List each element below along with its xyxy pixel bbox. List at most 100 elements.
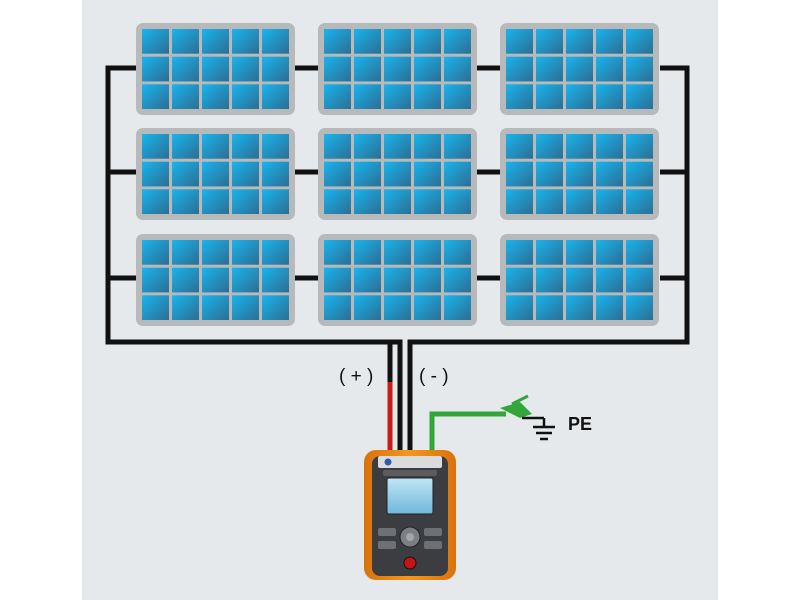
pv-cell [262, 161, 289, 187]
pv-cell [142, 161, 169, 187]
pv-cell [414, 134, 441, 159]
pv-cell [172, 56, 199, 82]
pv-cell [142, 295, 169, 320]
pv-cell [262, 134, 289, 159]
pv-cell [444, 56, 471, 82]
pv-cell [566, 240, 593, 265]
pv-cell [566, 189, 593, 214]
pv-cell [626, 240, 653, 265]
pv-cell [262, 189, 289, 214]
pv-cell [596, 189, 623, 214]
pv-cell [536, 134, 563, 159]
pv-cell [596, 134, 623, 159]
pv-cell [324, 189, 351, 214]
solar-panel-icon [136, 128, 295, 220]
red-go-button-icon [403, 556, 417, 570]
pv-cell [354, 134, 381, 159]
pv-cell [354, 189, 381, 214]
pv-cell [566, 295, 593, 320]
positive-terminal-label: ( + ) [339, 366, 373, 387]
pv-cell [172, 267, 199, 293]
pv-cell [384, 134, 411, 159]
pv-cell [172, 189, 199, 214]
pv-cell [202, 267, 229, 293]
pv-cell [142, 240, 169, 265]
pv-cell [172, 161, 199, 187]
ground-symbol-icon [533, 418, 555, 441]
pv-cell [414, 267, 441, 293]
pv-cell [354, 240, 381, 265]
pv-cell [324, 240, 351, 265]
pe-label: PE [568, 414, 592, 434]
solar-panel-icon [500, 23, 659, 115]
pv-cell [626, 267, 653, 293]
row-tap-left [108, 169, 136, 281]
pv-cell [354, 161, 381, 187]
solar-panel-icon [136, 23, 295, 115]
pv-cell [262, 295, 289, 320]
pv-cell [566, 267, 593, 293]
pv-cell [626, 84, 653, 109]
string-wiring [105, 65, 690, 450]
pv-cell [354, 295, 381, 320]
pv-cell [202, 295, 229, 320]
pv-cell [384, 267, 411, 293]
pv-cell [232, 29, 259, 54]
pv-cell [202, 240, 229, 265]
pv-cell [596, 295, 623, 320]
solar-panel-icon [318, 128, 477, 220]
pv-cell [536, 267, 563, 293]
pv-cell [142, 189, 169, 214]
pv-cell [232, 240, 259, 265]
alligator-clip-icon [500, 394, 544, 420]
solar-panel-icon [318, 23, 477, 115]
pv-cell [506, 84, 533, 109]
pv-cell [444, 240, 471, 265]
pv-cell [506, 295, 533, 320]
pv-cell [536, 295, 563, 320]
pv-cell [232, 267, 259, 293]
pv-cell [414, 295, 441, 320]
pv-cell [506, 161, 533, 187]
pv-cell [202, 29, 229, 54]
pv-cell [414, 189, 441, 214]
pv-cell [444, 134, 471, 159]
pv-cell [172, 240, 199, 265]
pv-cell [354, 29, 381, 54]
pv-cell [444, 267, 471, 293]
solar-panel-icon [136, 234, 295, 326]
pv-cell [506, 240, 533, 265]
pv-cell [566, 134, 593, 159]
pv-cell [596, 56, 623, 82]
pv-cell [232, 134, 259, 159]
pv-cell [202, 84, 229, 109]
pv-cell [566, 84, 593, 109]
pv-cell [324, 267, 351, 293]
pv-cell [506, 29, 533, 54]
pv-cell [324, 295, 351, 320]
pv-cell [324, 84, 351, 109]
pv-cell [172, 29, 199, 54]
pv-cell [172, 295, 199, 320]
pv-cell [232, 161, 259, 187]
pv-cell [566, 29, 593, 54]
pv-cell [262, 240, 289, 265]
pv-cell [506, 189, 533, 214]
pv-cell [142, 267, 169, 293]
solar-panel-icon [318, 234, 477, 326]
pv-cell [626, 189, 653, 214]
pv-cell [626, 295, 653, 320]
pv-cell [384, 29, 411, 54]
pv-cell [596, 161, 623, 187]
pv-cell [232, 295, 259, 320]
lcd-screen-icon [386, 477, 434, 515]
pv-cell [626, 134, 653, 159]
pv-cell [536, 29, 563, 54]
pv-cell [384, 56, 411, 82]
pv-cell [626, 161, 653, 187]
pv-cell [142, 56, 169, 82]
pv-cell [414, 29, 441, 54]
pv-cell [384, 295, 411, 320]
